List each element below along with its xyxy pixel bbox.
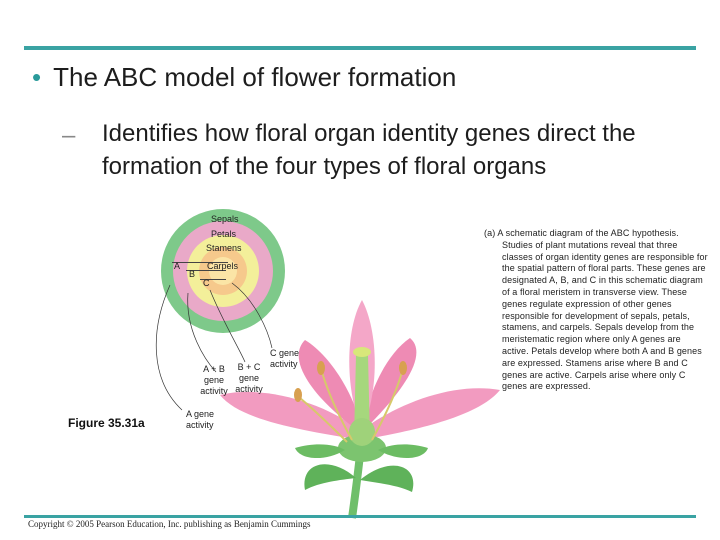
petal-left	[220, 391, 360, 440]
petal-back-left	[298, 340, 362, 432]
carpels-label: Carpels	[207, 261, 239, 271]
stamen-filament-2	[371, 371, 403, 441]
stamen-filament-1	[321, 371, 353, 441]
a-gene-activity-label: A gene activity	[186, 409, 215, 430]
gene-b-marker	[186, 270, 226, 271]
gene-c-marker	[200, 279, 226, 280]
sepal-left	[295, 444, 345, 459]
receptacle	[338, 434, 386, 462]
caption-text: (a) A schematic diagram of the ABC hypot…	[484, 228, 708, 392]
bullet-text: The ABC model of flower formation	[53, 62, 457, 92]
sepals-label: Sepals	[211, 214, 239, 224]
gene-a-marker	[172, 262, 228, 263]
stamens-label: Stamens	[206, 243, 242, 253]
ab-gene-activity-label: A + B gene activity	[200, 364, 228, 396]
stamen-anther-1	[317, 361, 325, 375]
copyright-notice: Copyright © 2005 Pearson Education, Inc.…	[28, 519, 311, 529]
bottom-rule	[24, 515, 696, 518]
stamen-filament-3	[299, 397, 348, 443]
petal-right	[360, 388, 500, 440]
petals-label: Petals	[211, 229, 237, 239]
c-gene-leader	[231, 282, 273, 349]
flower-stem	[348, 454, 364, 519]
figure-caption: (a) A schematic diagram of the ABC hypot…	[484, 228, 709, 393]
carpel-stigma	[353, 347, 371, 357]
sub-bullet-text: Identifies how floral organ identity gen…	[102, 120, 636, 180]
figure-label: Figure 35.31a	[68, 416, 145, 430]
leaf-left	[304, 464, 356, 490]
top-rule	[24, 46, 696, 50]
bullet-dot: •	[32, 62, 42, 92]
gene-b-letter: B	[189, 269, 196, 279]
ab-gene-leader	[187, 292, 217, 373]
stamen-anther-3	[294, 388, 302, 402]
c-gene-activity-label: C gene activity	[270, 348, 300, 369]
bc-gene-activity-label: B + C gene activity	[235, 362, 263, 394]
a-gene-leader	[155, 284, 183, 411]
leaf-right	[360, 465, 414, 492]
stamen-anther-2	[399, 361, 407, 375]
gene-c-letter: C	[203, 278, 210, 288]
bullet-title: • The ABC model of flower formation	[32, 62, 456, 93]
sub-bullet-dash: –	[62, 122, 76, 149]
carpel-ovary	[349, 418, 375, 446]
gene-a-letter: A	[174, 261, 181, 271]
sepal-right	[378, 444, 428, 459]
bc-gene-leader	[209, 289, 246, 363]
